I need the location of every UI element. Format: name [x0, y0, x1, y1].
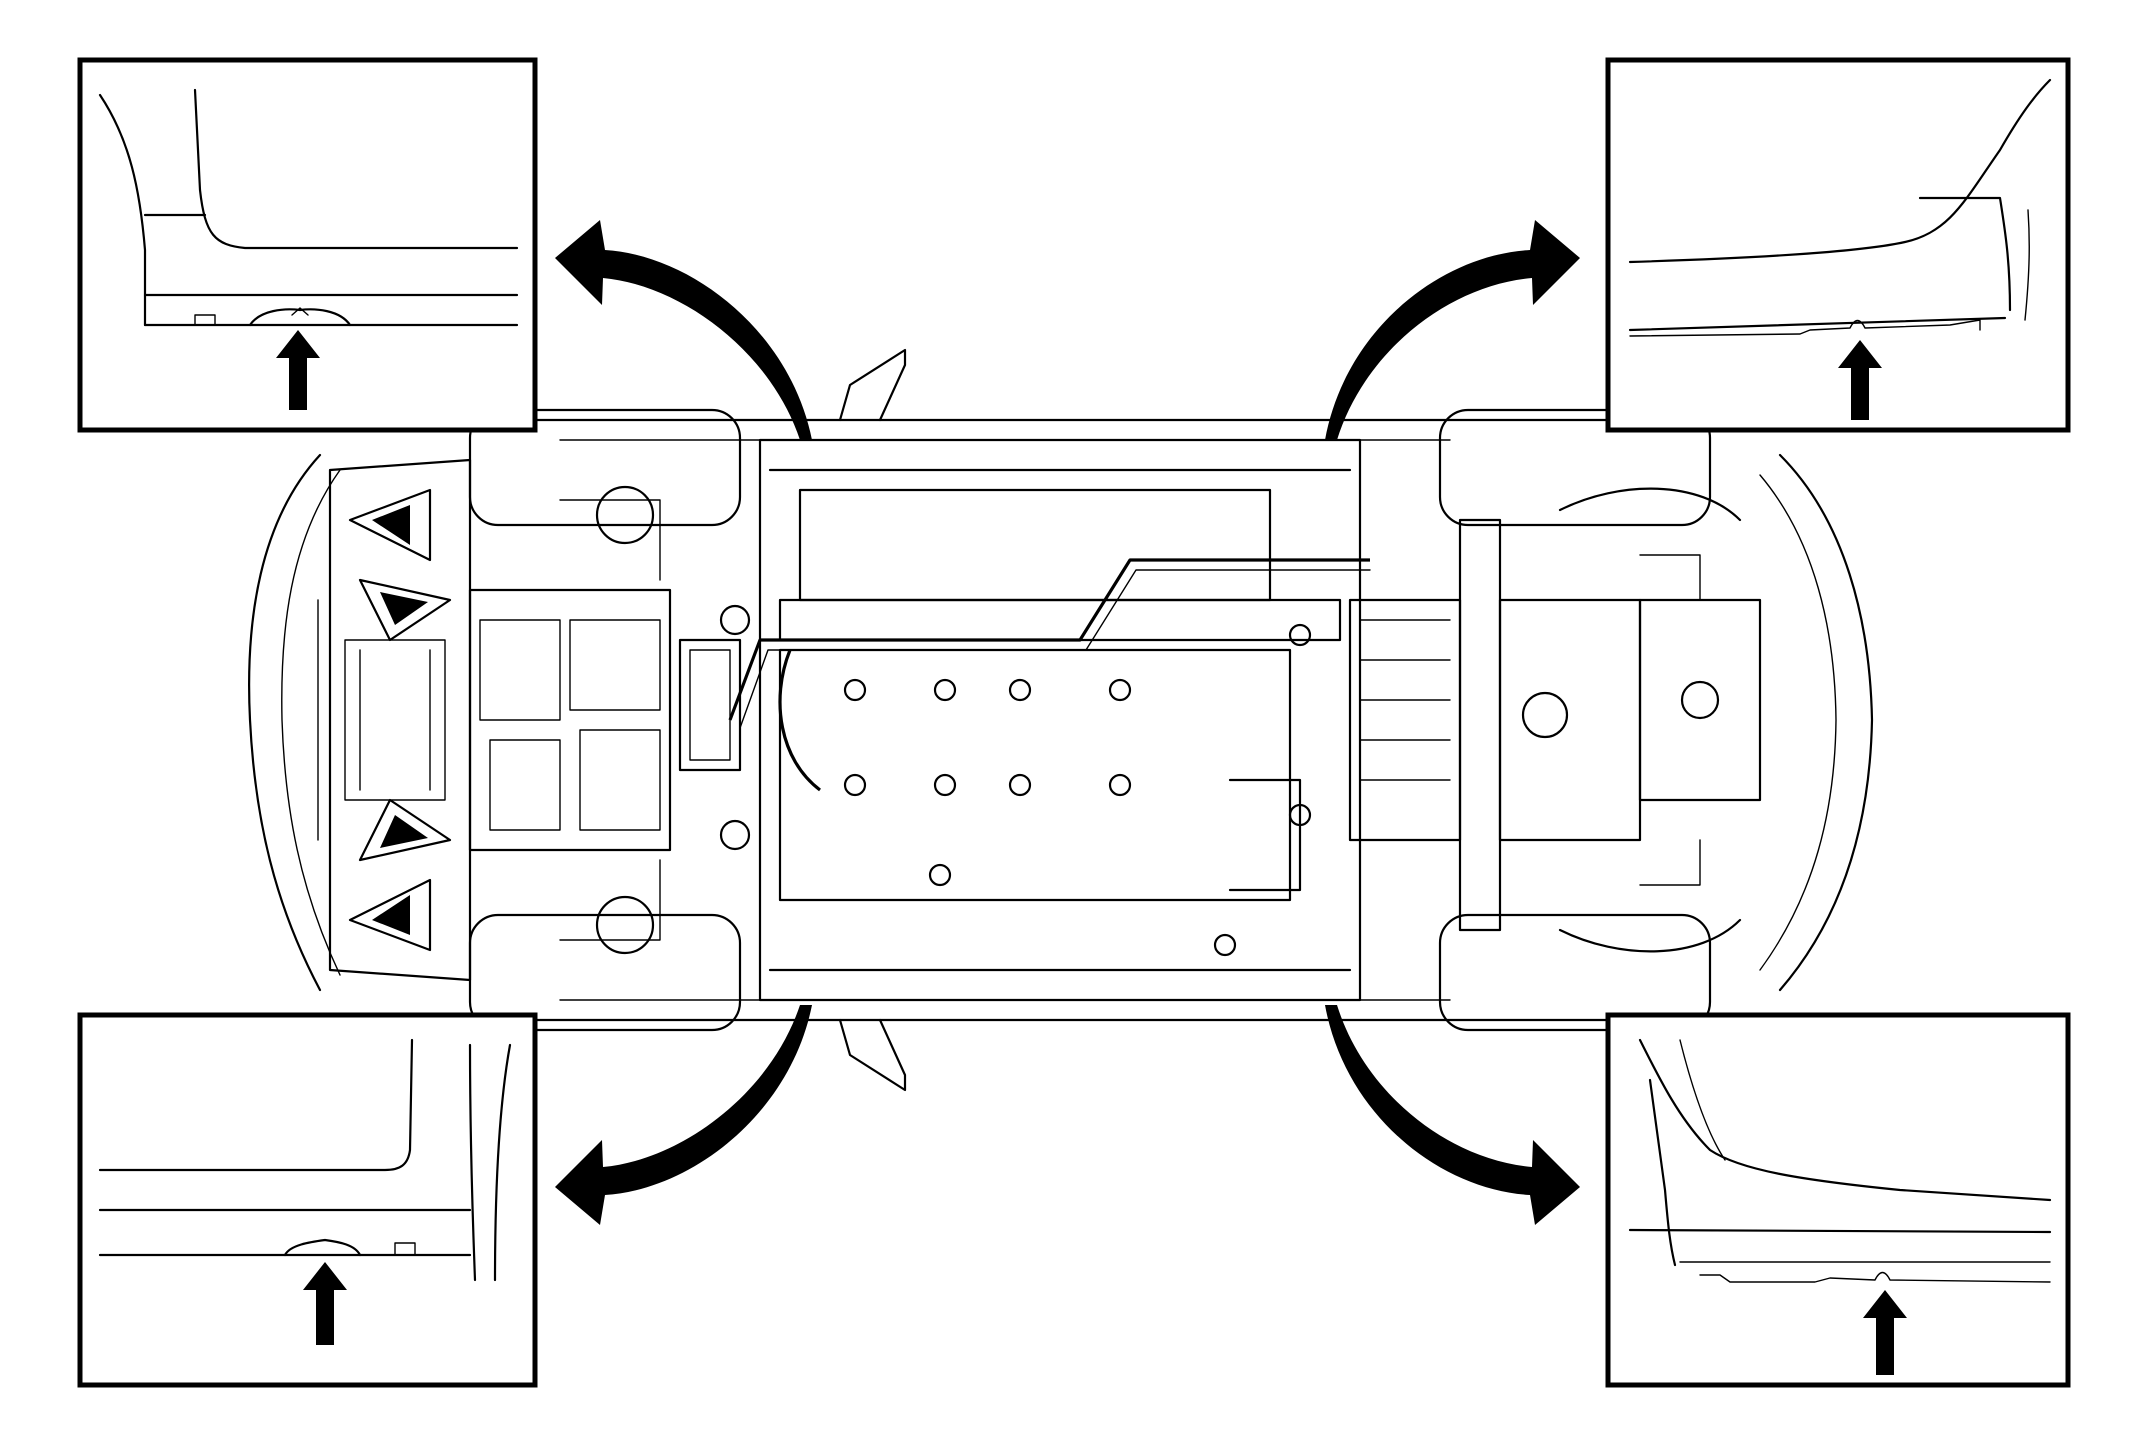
- rear-right-tire: [1438, 913, 1712, 1032]
- lift-point-arrow-rear-right: [1863, 1290, 1907, 1375]
- rear-left-tire: [1438, 408, 1712, 527]
- detail-frame-front-right: [77, 1012, 538, 1388]
- front-subframe-structure: [328, 458, 472, 982]
- detail-view-rear-left: [1605, 57, 2071, 433]
- detail-view-front-left: [77, 57, 538, 433]
- detail-frame-front-left: [77, 57, 538, 433]
- left-mirror: [838, 348, 907, 422]
- detail-view-front-right: [77, 1012, 538, 1388]
- rear-left-callout-arrow: [1325, 220, 1580, 440]
- detail-frame-rear-left: [1605, 57, 2071, 433]
- front-right-callout-arrow: [555, 1005, 812, 1225]
- front-drive-unit: [468, 485, 751, 955]
- battery-tray: [758, 438, 1362, 1002]
- rear-fascia-outline: [1778, 453, 1874, 992]
- lift-point-arrow-rear-left: [1838, 340, 1882, 420]
- vehicle-underbody: [248, 348, 1874, 1092]
- lift-point-arrow-front-right: [303, 1262, 347, 1345]
- callout-arrows: [555, 220, 1580, 1225]
- front-left-callout-arrow: [555, 220, 812, 440]
- rear-drive-unit: [1348, 487, 1762, 953]
- front-fascia-outline: [248, 453, 322, 992]
- lift-point-arrow-front-left: [276, 330, 320, 410]
- detail-view-rear-right: [1605, 1012, 2071, 1388]
- coolant-line: [728, 558, 1370, 721]
- rear-right-callout-arrow: [1325, 1005, 1580, 1225]
- detail-frame-rear-right: [1605, 1012, 2071, 1388]
- right-mirror: [838, 1018, 907, 1092]
